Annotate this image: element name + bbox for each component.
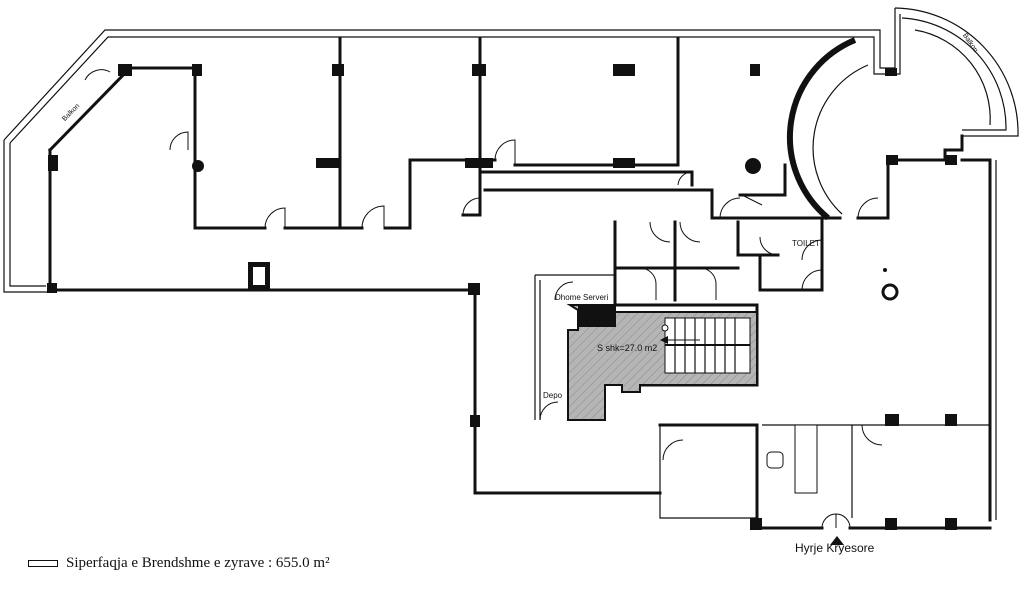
- outer-boundary: [3, 8, 901, 293]
- balcony-right-label: Balkon: [961, 32, 979, 54]
- doors: [169, 131, 883, 529]
- left-balcony: [47, 66, 197, 292]
- stair-core: [566, 304, 758, 421]
- reception-desk: [766, 424, 818, 494]
- legend: Siperfaqja e Brendshme e zyrave : 655.0 …: [28, 555, 330, 572]
- staircase: [660, 317, 751, 374]
- main-entrance-label: Hyrje Kryesore: [795, 541, 875, 555]
- right-balcony: [894, 7, 1019, 137]
- stair-area-label: S shk=27.0 m2: [597, 343, 657, 353]
- columns: [47, 64, 957, 530]
- legend-swatch: [28, 560, 58, 567]
- legend-text: Siperfaqja e Brendshme e zyrave : 655.0 …: [66, 555, 330, 571]
- interior-walls: [48, 36, 997, 530]
- storage-label: Depo: [543, 391, 563, 400]
- entrance-arrow: [830, 536, 844, 545]
- toilet-label: TOILET: [792, 239, 820, 248]
- server-room-label: Dhome Serveri: [555, 293, 609, 302]
